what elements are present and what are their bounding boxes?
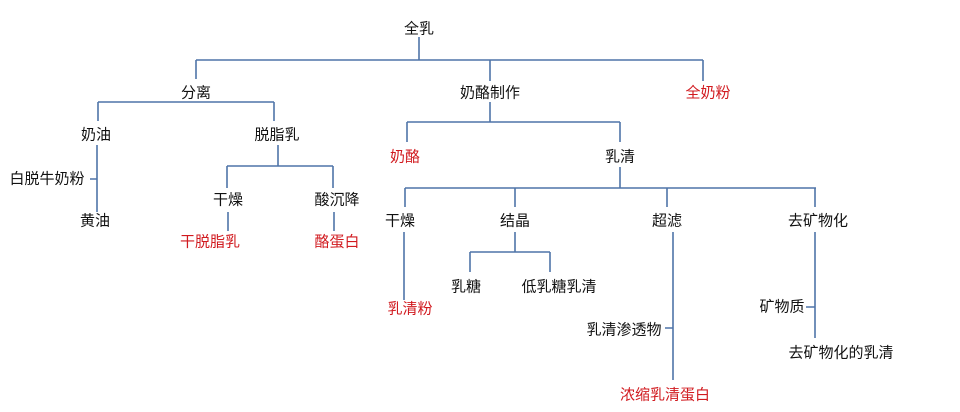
node-separation: 分离	[180, 83, 212, 102]
node-minerals: 矿物质	[759, 297, 805, 316]
node-demineralized-whey: 去矿物化的乳清	[788, 343, 894, 362]
node-whey-protein-concentrate: 浓缩乳清蛋白	[619, 385, 711, 404]
connector-whole-milk	[195, 37, 704, 81]
node-acid-precipitation: 酸沉降	[314, 190, 360, 209]
connector-cream	[90, 145, 98, 212]
connector-crystallization	[469, 232, 551, 272]
node-drying-whey: 干燥	[384, 211, 416, 230]
node-casein: 酪蛋白	[314, 232, 360, 251]
node-drying-skim: 干燥	[212, 190, 244, 209]
node-low-lactose-whey: 低乳糖乳清	[521, 277, 597, 296]
connector-ultrafiltration	[665, 232, 674, 380]
node-whey: 乳清	[604, 147, 636, 166]
node-butter: 黄油	[79, 211, 111, 230]
node-skim-milk: 脱脂乳	[254, 125, 300, 144]
node-cream: 奶油	[80, 125, 112, 144]
connector-separation	[97, 101, 275, 121]
node-whey-permeate: 乳清渗透物	[586, 320, 662, 339]
connector-demineralization	[806, 232, 816, 338]
node-lactose: 乳糖	[450, 277, 482, 296]
connector-skim-milk	[226, 145, 335, 231]
connector-cheese-making	[406, 102, 621, 142]
node-crystallization: 结晶	[499, 211, 531, 230]
node-buttermilk-powder: 白脱牛奶粉	[9, 169, 85, 188]
node-dry-skim-milk: 干脱脂乳	[179, 232, 241, 251]
connector-whey	[404, 167, 816, 207]
node-whole-milk-powder: 全奶粉	[685, 83, 731, 102]
node-cheese: 奶酪	[389, 147, 421, 166]
node-whole-milk: 全乳	[403, 19, 435, 38]
node-ultrafiltration: 超滤	[651, 211, 683, 230]
node-whey-powder: 乳清粉	[387, 299, 433, 318]
node-cheese-making: 奶酪制作	[459, 83, 521, 102]
node-demineralization: 去矿物化	[787, 211, 849, 230]
